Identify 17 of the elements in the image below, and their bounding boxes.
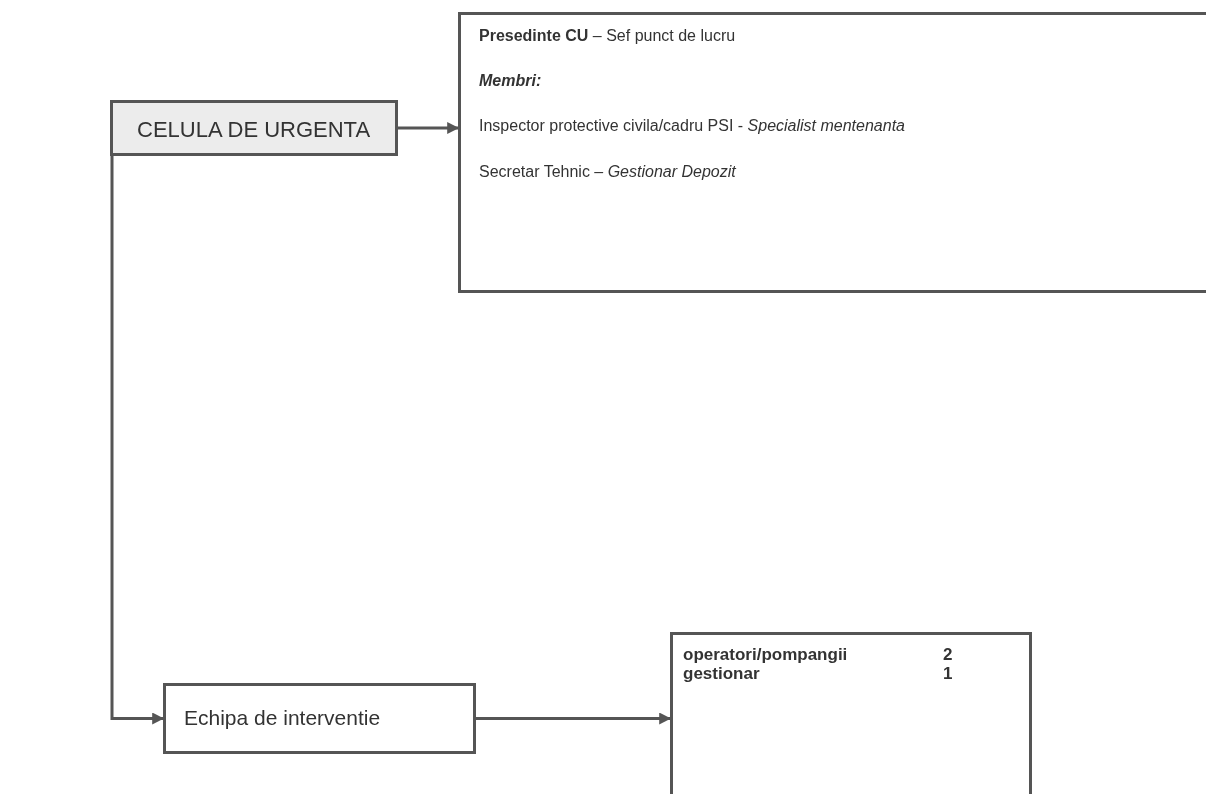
arrow xyxy=(398,122,460,134)
node-label: gestionar xyxy=(683,664,760,684)
node-label: Echipa de interventie xyxy=(184,706,381,730)
node-label: Secretar Tehnic – Gestionar Depozit xyxy=(479,163,736,181)
count-value: 1 xyxy=(943,664,953,684)
node-label: Inspector protective civila/cadru PSI - Specialist mentenanta xyxy=(479,117,905,135)
process-box xyxy=(163,683,476,754)
count-value: 2 xyxy=(943,645,953,665)
node-label: operatori/pompangii xyxy=(683,645,848,665)
members-box xyxy=(670,632,1032,794)
arrow xyxy=(110,156,165,725)
node-label: Membri: xyxy=(479,72,542,90)
process-box xyxy=(110,100,398,156)
arrow xyxy=(476,712,672,725)
node-label: CELULA DE URGENTA xyxy=(137,117,371,143)
node-label: Presedinte CU – Sef punct de lucru xyxy=(479,27,736,45)
members-box xyxy=(458,12,1206,293)
